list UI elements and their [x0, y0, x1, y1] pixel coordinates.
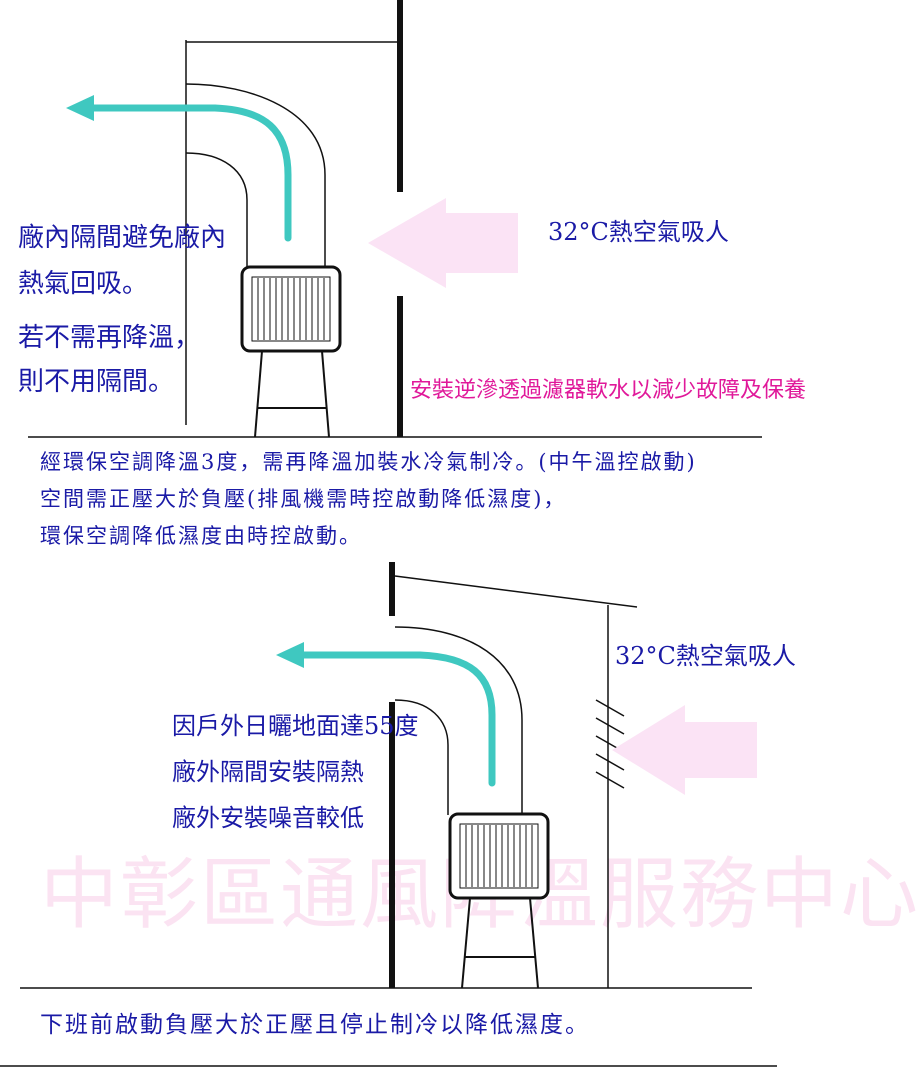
filter-note: 安裝逆滲透過濾器軟水以減少故障及保養 [410, 378, 807, 403]
roof-note-line-3: 廠外安裝噪音較低 [172, 804, 364, 832]
top-intake-arrow [368, 198, 518, 288]
footer-note: 下班前啟動負壓大於正壓且停止制冷以降低濕度。 [40, 1012, 590, 1038]
bottom-duct-inner [394, 699, 449, 815]
bottom-cooler-unit [448, 812, 550, 900]
top-airflow-arrowhead [66, 95, 94, 121]
bottom-cooler-grille [459, 823, 539, 889]
top-cooler-stand [254, 350, 330, 438]
bottom-airflow-arrow [298, 651, 496, 787]
bottom-intake-label: 32°C熱空氣吸人 [615, 642, 796, 670]
top-intake-label: 32°C熱空氣吸人 [548, 218, 729, 246]
top-duct-outer [185, 83, 326, 268]
explain-line-3: 環保空調降低濕度由時控啟動。 [40, 524, 362, 548]
top-cooler-unit [240, 265, 342, 353]
top-note-line-1: 廠內隔間避免廠內 [18, 223, 227, 253]
top-airflow-arrow [88, 104, 292, 242]
bottom-duct-outer [394, 626, 523, 815]
top-cooler-grille [251, 276, 331, 342]
explain-line-1: 經環保空調降溫3度，需再降溫加裝水冷氣制冷。(中午溫控啟動) [40, 450, 697, 474]
roof-note-line-1: 因戶外日曬地面達55度 [172, 712, 419, 740]
explain-line-2: 空間需正壓大於負壓(排風機需時控啟動降低濕度)， [40, 487, 567, 511]
top-note-line-4: 則不用隔間。 [18, 367, 175, 397]
roof-note-line-2: 廠外隔間安裝隔熱 [172, 758, 364, 786]
bottom-airflow-arrowhead [276, 642, 304, 668]
top-duct-inner [185, 152, 248, 268]
bottom-intake-arrow [612, 705, 757, 795]
top-note-line-3: 若不需再降溫， [18, 323, 201, 353]
diagram-drawing [0, 0, 777, 1067]
bottom-louvre [595, 699, 625, 789]
top-note-line-2: 熱氣回吸。 [18, 269, 149, 299]
bottom-cooler-stand [461, 897, 539, 989]
bottom-roof-line [394, 575, 638, 608]
